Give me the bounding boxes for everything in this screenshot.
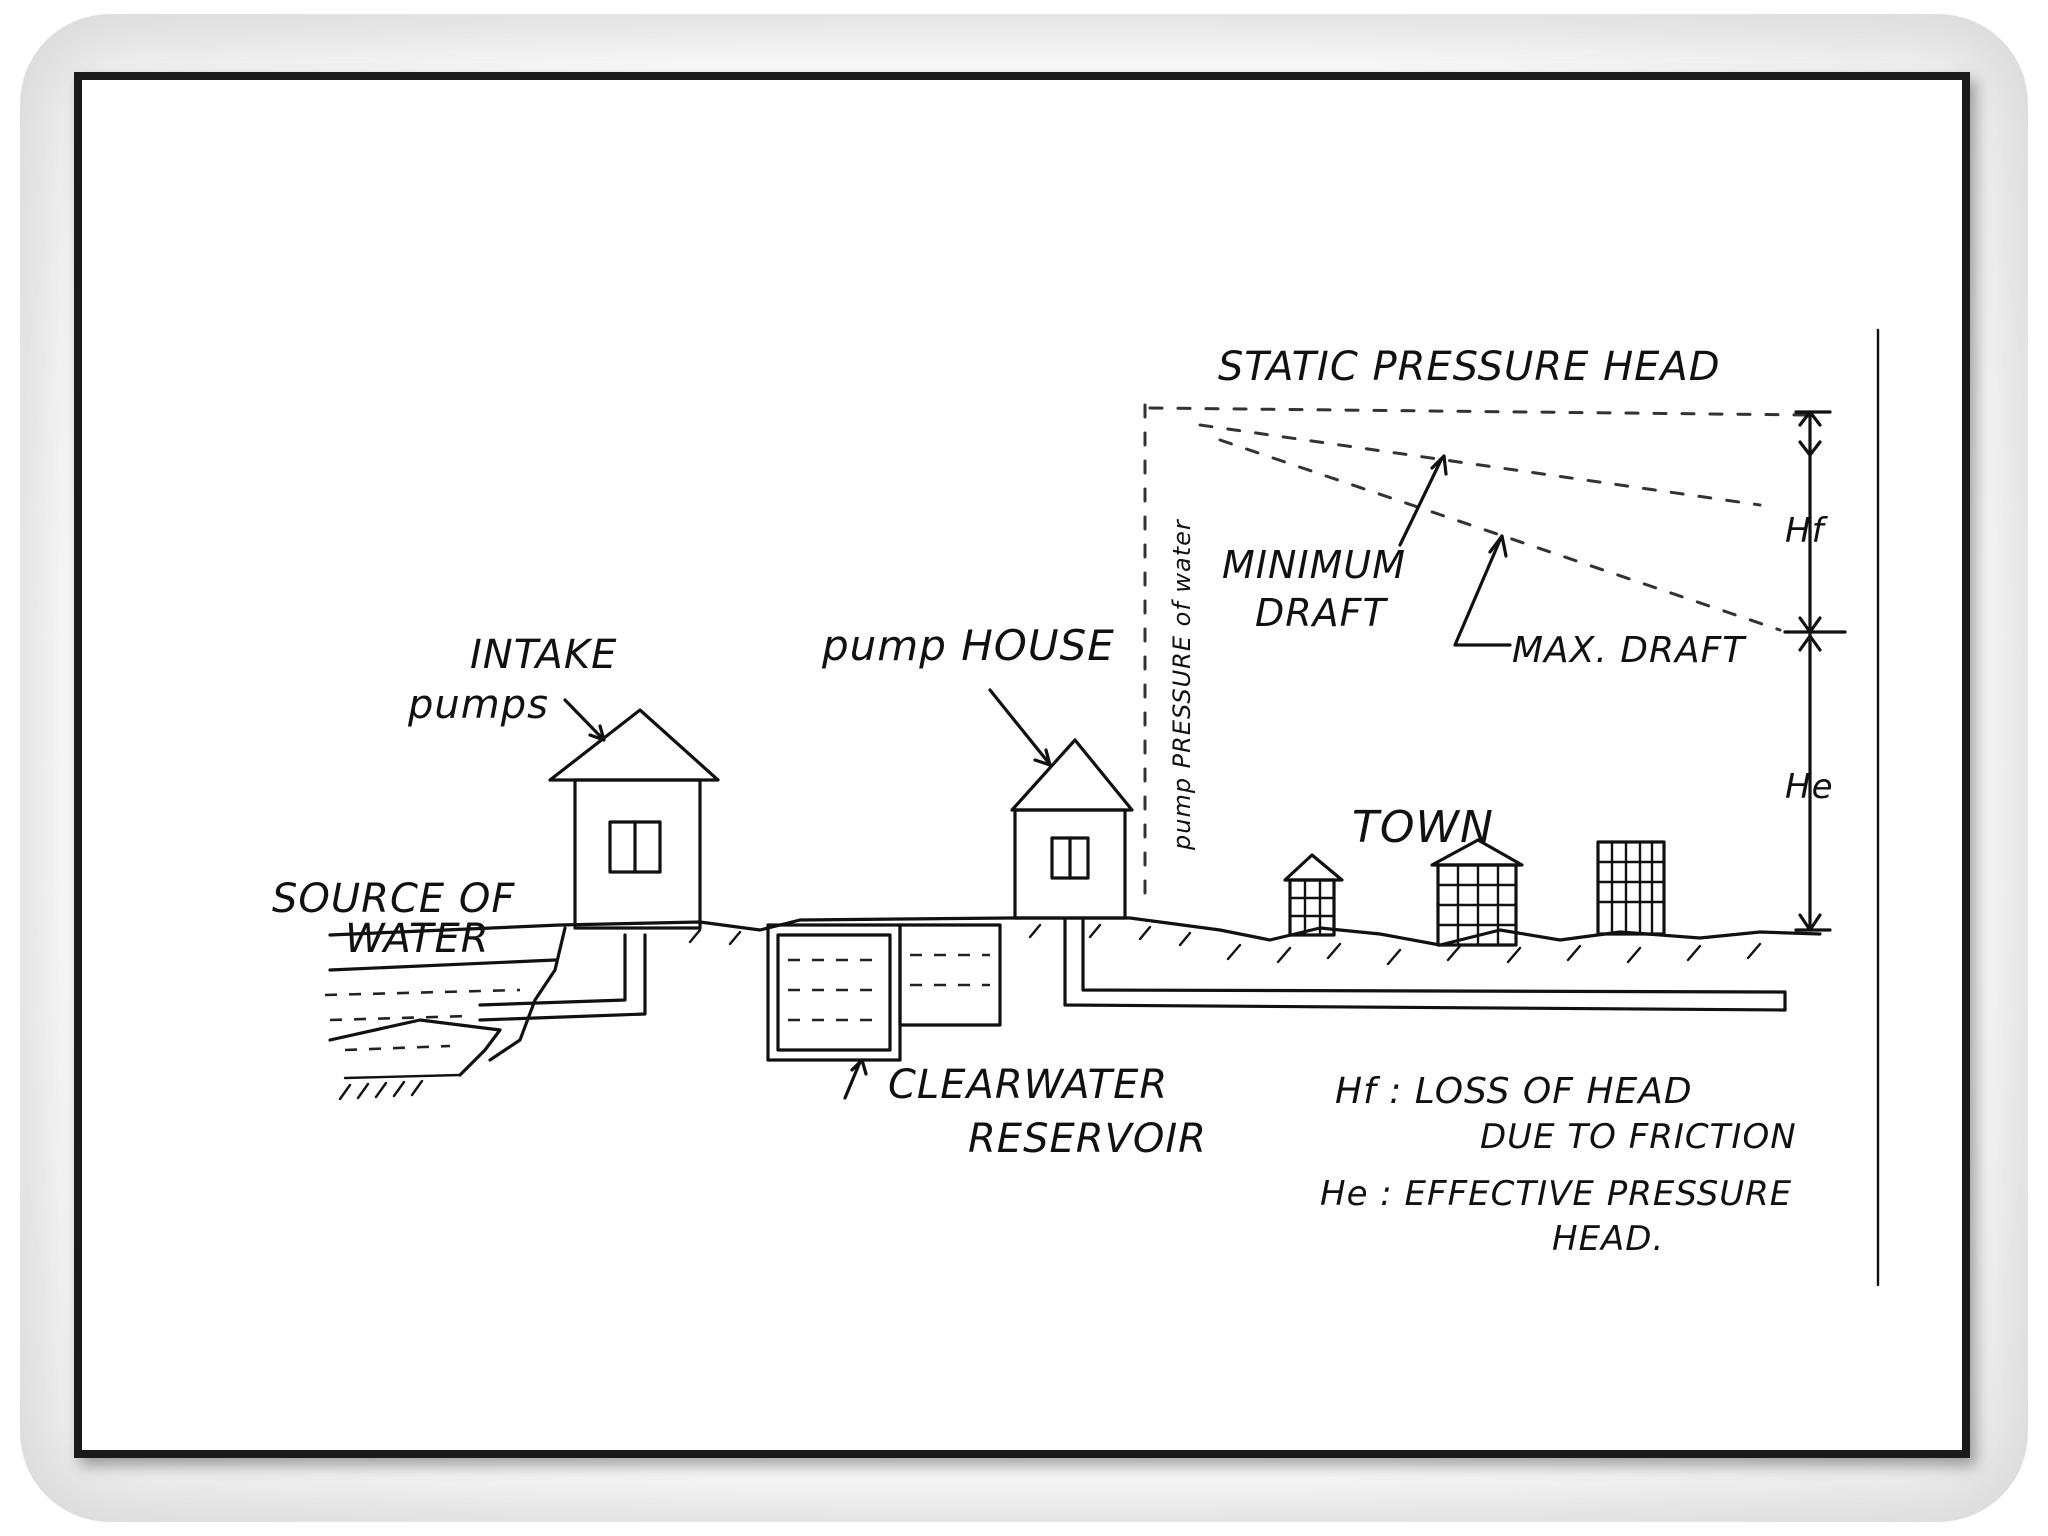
max-draft-arrow [1455, 536, 1510, 645]
main-pipe-outer [1065, 920, 1785, 1010]
intake-label-line1: INTAKE [470, 632, 617, 678]
max-draft-label: MAX. DRAFT [1512, 630, 1747, 671]
river-bank-upper [490, 928, 565, 1060]
intake-pipe-inner [480, 935, 645, 1020]
minimum-draft-arrow [1400, 456, 1446, 545]
static-head-line [1150, 408, 1810, 415]
pump-house-label: pump HOUSE [821, 621, 1115, 670]
reservoir-water-small [910, 955, 990, 985]
static-head-label: STATIC PRESSURE HEAD [1218, 344, 1721, 390]
min-draft-gradient [1200, 425, 1760, 505]
reservoir-tank-large-inner [778, 935, 890, 1050]
hf-he-divider [1785, 618, 1845, 650]
intake-house-roof [550, 710, 718, 780]
water-ripple-1 [325, 990, 520, 995]
reservoir-tank-small [900, 925, 1000, 1025]
intake-label-line2: pumps [407, 682, 549, 728]
water-ripple-3 [345, 1046, 450, 1050]
reservoir-label-line1: CLEARWATER [888, 1062, 1168, 1108]
he-legend-line1: He : EFFECTIVE PRESSURE [1320, 1174, 1792, 1214]
source-water-label-line2: WATER [345, 916, 490, 962]
intake-pipe-outer [480, 935, 625, 1005]
river-bank-lower [330, 1020, 500, 1075]
hf-legend-line2: DUE TO FRICTION [1480, 1117, 1797, 1157]
intake-house-body [575, 780, 700, 928]
he-dimension-tag: He [1785, 767, 1833, 807]
pump-pressure-label: pump PRESSURE of water [1168, 518, 1196, 851]
he-legend-line2: HEAD. [1552, 1219, 1664, 1259]
town-building-2 [1432, 840, 1522, 945]
minimum-draft-label-line1: MINIMUM [1222, 543, 1406, 587]
town-building-1 [1285, 855, 1342, 935]
riverbed-hatching [340, 1075, 460, 1099]
reservoir-label-line2: RESERVOIR [968, 1116, 1207, 1162]
reservoir-tank-large [768, 925, 900, 1060]
pump-house-label-arrow [990, 690, 1050, 765]
he-bottom-arrow [1796, 915, 1830, 930]
pump-house-roof [1012, 740, 1132, 810]
town-label: TOWN [1352, 802, 1494, 853]
town-building-3 [1598, 842, 1664, 934]
hf-dimension-tag: Hf [1785, 511, 1829, 551]
water-ripple-2 [330, 1016, 470, 1020]
hf-legend-line1: Hf : LOSS OF HEAD [1335, 1071, 1693, 1112]
intake-label-arrow [565, 700, 604, 740]
reservoir-water-large [788, 960, 880, 1020]
reservoir-label-arrow [845, 1060, 866, 1098]
minimum-draft-label-line2: DRAFT [1255, 591, 1389, 635]
hf-top-arrow [1796, 412, 1830, 455]
